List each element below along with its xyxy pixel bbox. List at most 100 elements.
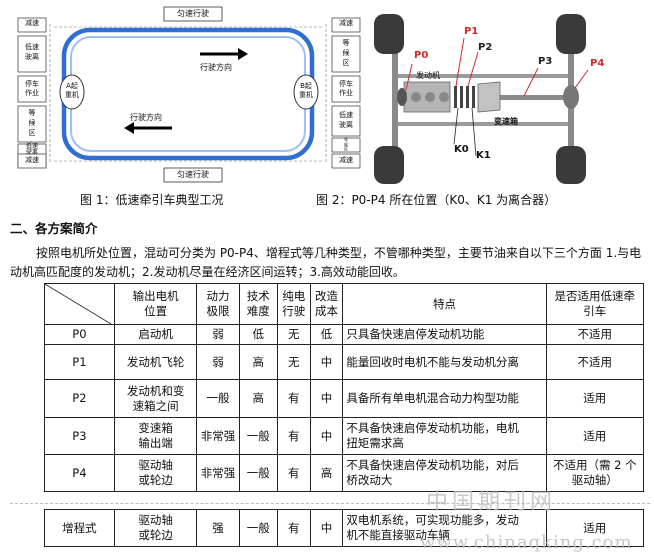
right-box-2: 等 候 区	[342, 39, 350, 67]
section-title: 二、各方案简介	[10, 221, 98, 236]
table-row: P0 启动机 弱 低 无 低 只具备快速启停发动机功能 不适用	[44, 324, 645, 345]
table-row: P2 发动机和变速箱之间 一般 高 有 中 具备所有单电机混合动力构型功能 适用	[44, 379, 645, 418]
cell-feature: 不具备快速启停发动机功能，电机扭矩需求高	[342, 417, 547, 455]
hybrid-scheme-table: 输出电机位置 动力极限 技术难度 纯电行驶 改造成本 特点 是否适用低速牵引车 …	[44, 283, 645, 492]
left-box-3: 停车 作业	[25, 80, 39, 97]
left-box-1: 减速	[25, 19, 39, 27]
label-p3: P3	[538, 56, 553, 67]
figure-2-caption: 图 2：P0-P4 所在位置（K0、K1 为离合器）	[316, 193, 557, 207]
page-break-line	[10, 503, 650, 504]
cell-type: P4	[44, 454, 115, 492]
cell-suitable: 适用	[545, 417, 645, 455]
cell-suitable: 不适用	[545, 344, 645, 380]
cell-cost: 中	[309, 344, 344, 380]
body-paragraph: 按照电机所处位置，混动可分类为 P0-P4、增程式等几种类型，不管哪种类型，主要…	[10, 246, 642, 279]
arrow-bottom-label: 行驶方向	[130, 113, 162, 122]
cell-cost: 低	[309, 324, 344, 345]
cell-suitable: 不适用	[545, 324, 645, 345]
cell-difficulty: 高	[238, 344, 278, 380]
figure-1-track-diagram: 匀速行驶 匀速行驶 减速 低速 驶离 停车 作业 等 候 区 低速 驶离 减速 …	[14, 4, 364, 184]
cell-power: 弱	[196, 344, 240, 380]
station-a-crane: A起 重机	[65, 82, 79, 99]
header-ev: 纯电行驶	[276, 283, 311, 325]
cell-power: 一般	[196, 379, 240, 418]
right-box-5: 等 候 区	[344, 137, 348, 151]
table-row: 增程式 驱动轴或轮边 强 一般 有 中 双电机系统，可实现功能多，发动机不能直接…	[44, 509, 645, 547]
cell-feature: 只具备快速启停发动机功能	[342, 324, 547, 345]
label-p1: P1	[464, 26, 479, 37]
cell-position: 发动机飞轮	[113, 344, 198, 380]
cell-ev: 有	[276, 379, 311, 418]
cell-type: 增程式	[44, 509, 115, 547]
cell-position: 变速箱输出端	[113, 417, 198, 455]
header-feature: 特点	[342, 283, 547, 325]
label-gearbox: 变速箱	[494, 117, 518, 126]
label-engine: 发动机	[416, 71, 440, 80]
arrow-top-label: 行驶方向	[200, 63, 232, 72]
cell-difficulty: 高	[238, 379, 278, 418]
cell-suitable: 不适用（需 2 个驱动轴）	[545, 454, 645, 492]
cell-power: 弱	[196, 324, 240, 345]
left-box-2: 低速 驶离	[25, 43, 39, 61]
watermark-cn: 中国期刊网	[426, 490, 557, 515]
cell-cost: 中	[309, 417, 344, 455]
left-box-4: 等 候 区	[28, 109, 36, 137]
right-box-1: 减速	[339, 19, 353, 27]
cell-feature: 具备所有单电机混合动力构型功能	[342, 379, 547, 418]
cell-cost: 中	[309, 509, 344, 547]
table-row: P1 发动机飞轮 弱 高 无 中 能量回收时电机不能与发动机分离 不适用	[44, 344, 645, 380]
cell-position: 发动机和变速箱之间	[113, 379, 198, 418]
figure-1-caption: 图 1：低速牵引车典型工况	[80, 193, 224, 207]
watermark-url: www.chinaqking.com	[420, 532, 633, 553]
cell-difficulty: 一般	[238, 454, 278, 492]
table-row: P3 变速箱输出端 非常强 一般 有 中 不具备快速启停发动机功能，电机扭矩需求…	[44, 417, 645, 455]
table-row: P4 驱动轴或轮边 非常强 一般 有 高 不具备快速启停发动机功能，对后桥改动大…	[44, 454, 645, 492]
station-b-crane: B起 重机	[299, 82, 313, 99]
label-k1: K1	[476, 150, 491, 161]
cell-difficulty: 一般	[238, 417, 278, 455]
cell-feature: 能量回收时电机不能与发动机分离	[342, 344, 547, 380]
powertrain-svg	[374, 14, 589, 184]
right-box-6: 减速	[339, 156, 353, 164]
diagonal-line	[45, 284, 111, 324]
cell-type: P3	[44, 417, 115, 455]
cell-difficulty: 一般	[238, 509, 278, 547]
header-diagonal-cell	[44, 283, 115, 325]
cell-power: 非常强	[196, 454, 240, 492]
figure-2-powertrain-diagram: P0 P1 P2 P3 P4 发动机 变速箱 K1 K0	[368, 4, 648, 184]
right-box-3: 停车 作业	[339, 80, 353, 97]
range-extender-table: 增程式 驱动轴或轮边 强 一般 有 中 双电机系统，可实现功能多，发动机不能直接…	[44, 509, 645, 547]
header-power: 动力极限	[196, 283, 240, 325]
header-cost: 改造成本	[309, 283, 344, 325]
right-box-4: 低速 驶离	[339, 111, 353, 129]
cell-type: P1	[44, 344, 115, 380]
cell-power: 非常强	[196, 417, 240, 455]
cell-suitable: 适用	[545, 509, 645, 547]
header-suitable: 是否适用低速牵引车	[545, 283, 645, 325]
cell-ev: 有	[276, 454, 311, 492]
cell-type: P2	[44, 379, 115, 418]
cell-cost: 中	[309, 379, 344, 418]
cell-position: 启动机	[113, 324, 198, 345]
cell-ev: 无	[276, 324, 311, 345]
label-top-cruise: 匀速行驶	[177, 9, 209, 18]
cell-ev: 有	[276, 417, 311, 455]
label-p2: P2	[478, 42, 493, 53]
cell-difficulty: 低	[238, 324, 278, 345]
table-header-row: 输出电机位置 动力极限 技术难度 纯电行驶 改造成本 特点 是否适用低速牵引车	[44, 283, 645, 325]
cell-type: P0	[44, 324, 115, 345]
header-difficulty: 技术难度	[238, 283, 278, 325]
track-svg	[17, 6, 361, 183]
cell-position: 驱动轴或轮边	[113, 454, 198, 492]
header-position: 输出电机位置	[113, 283, 198, 325]
cell-feature: 不具备快速启停发动机功能，对后桥改动大	[342, 454, 547, 492]
cell-ev: 有	[276, 509, 311, 547]
label-p4: P4	[590, 58, 605, 69]
cell-position: 驱动轴或轮边	[113, 509, 198, 547]
cell-cost: 高	[309, 454, 344, 492]
label-p0: P0	[414, 50, 429, 61]
cell-suitable: 适用	[545, 379, 645, 418]
label-k0: K0	[454, 144, 469, 155]
left-box-6: 减速	[25, 156, 39, 164]
cell-feature: 双电机系统，可实现功能多，发动机不能直接驱动车辆	[342, 509, 547, 547]
